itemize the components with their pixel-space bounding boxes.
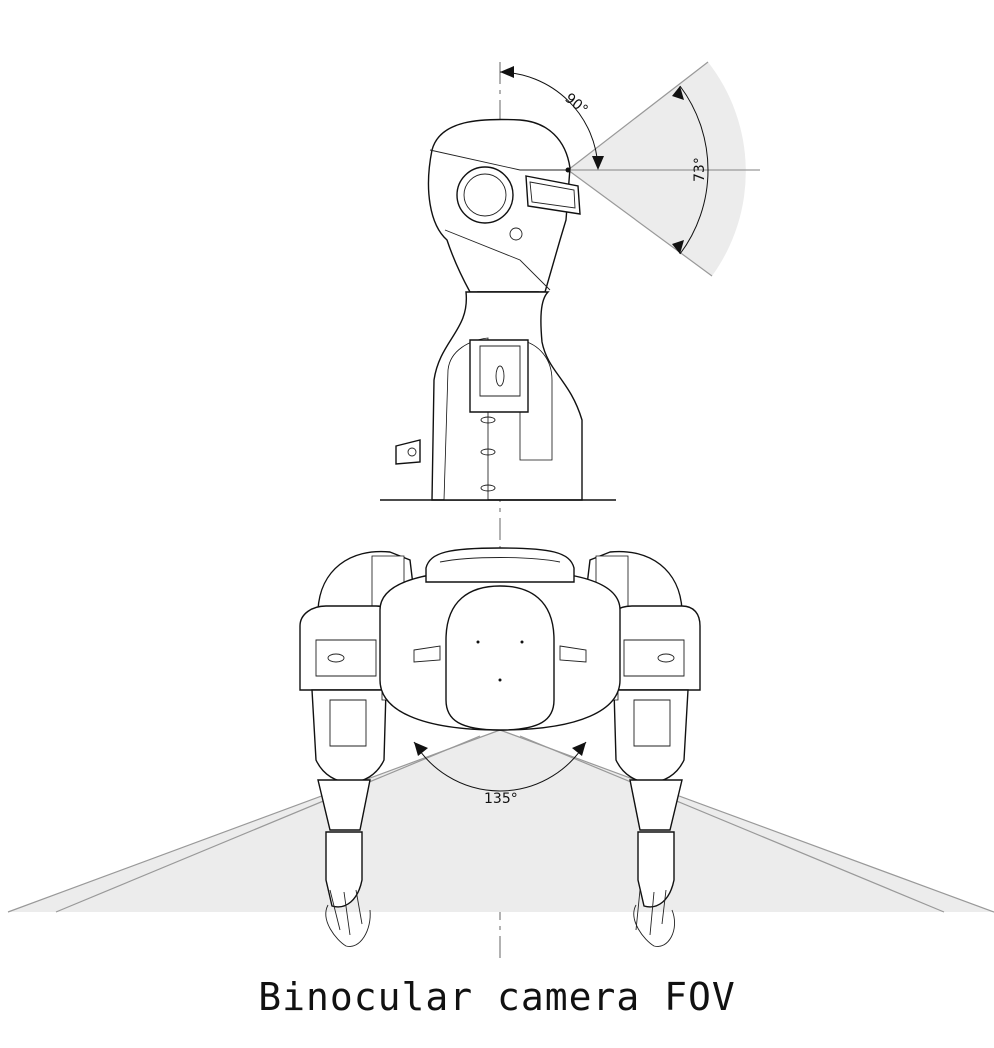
tilt-angle-arc — [499, 71, 599, 169]
horizontal-fov-arc — [413, 741, 587, 792]
fov-lower-ray — [567, 169, 713, 277]
hfov-left-ray-inner — [55, 735, 481, 913]
camera-visor — [525, 175, 581, 215]
top-view: 135° — [7, 547, 994, 947]
vertical-fov-arc — [679, 85, 709, 255]
tilt-arrow-right — [592, 156, 604, 170]
camera-origin — [565, 167, 571, 173]
vertical-fov-wedge — [568, 62, 746, 276]
ear-module — [456, 166, 514, 224]
torso-top — [379, 547, 621, 731]
side-view: 90° 73° — [380, 61, 760, 960]
vfov-arrow-top — [672, 86, 684, 100]
right-arm — [583, 550, 701, 947]
torso-side — [395, 291, 583, 501]
tilt-arrow-top — [500, 66, 514, 78]
diagram-caption: Binocular camera FOV — [258, 975, 736, 1019]
tilt-angle-label: 90° — [561, 90, 590, 118]
hfov-arrow-left — [414, 742, 428, 756]
hfov-left-ray — [7, 729, 501, 913]
left-arm — [299, 550, 417, 947]
horizontal-fov-wedge — [8, 730, 994, 912]
robot-head-side — [427, 118, 581, 293]
head-top — [445, 585, 555, 731]
vfov-arrow-bottom — [672, 240, 684, 254]
hfov-arrow-right — [572, 742, 586, 756]
vertical-fov-label: 73° — [692, 157, 708, 182]
hfov-right-ray-inner — [519, 735, 945, 913]
fov-upper-ray — [567, 61, 709, 171]
hfov-right-ray — [499, 729, 994, 913]
horizontal-fov-label: 135° — [484, 791, 518, 807]
